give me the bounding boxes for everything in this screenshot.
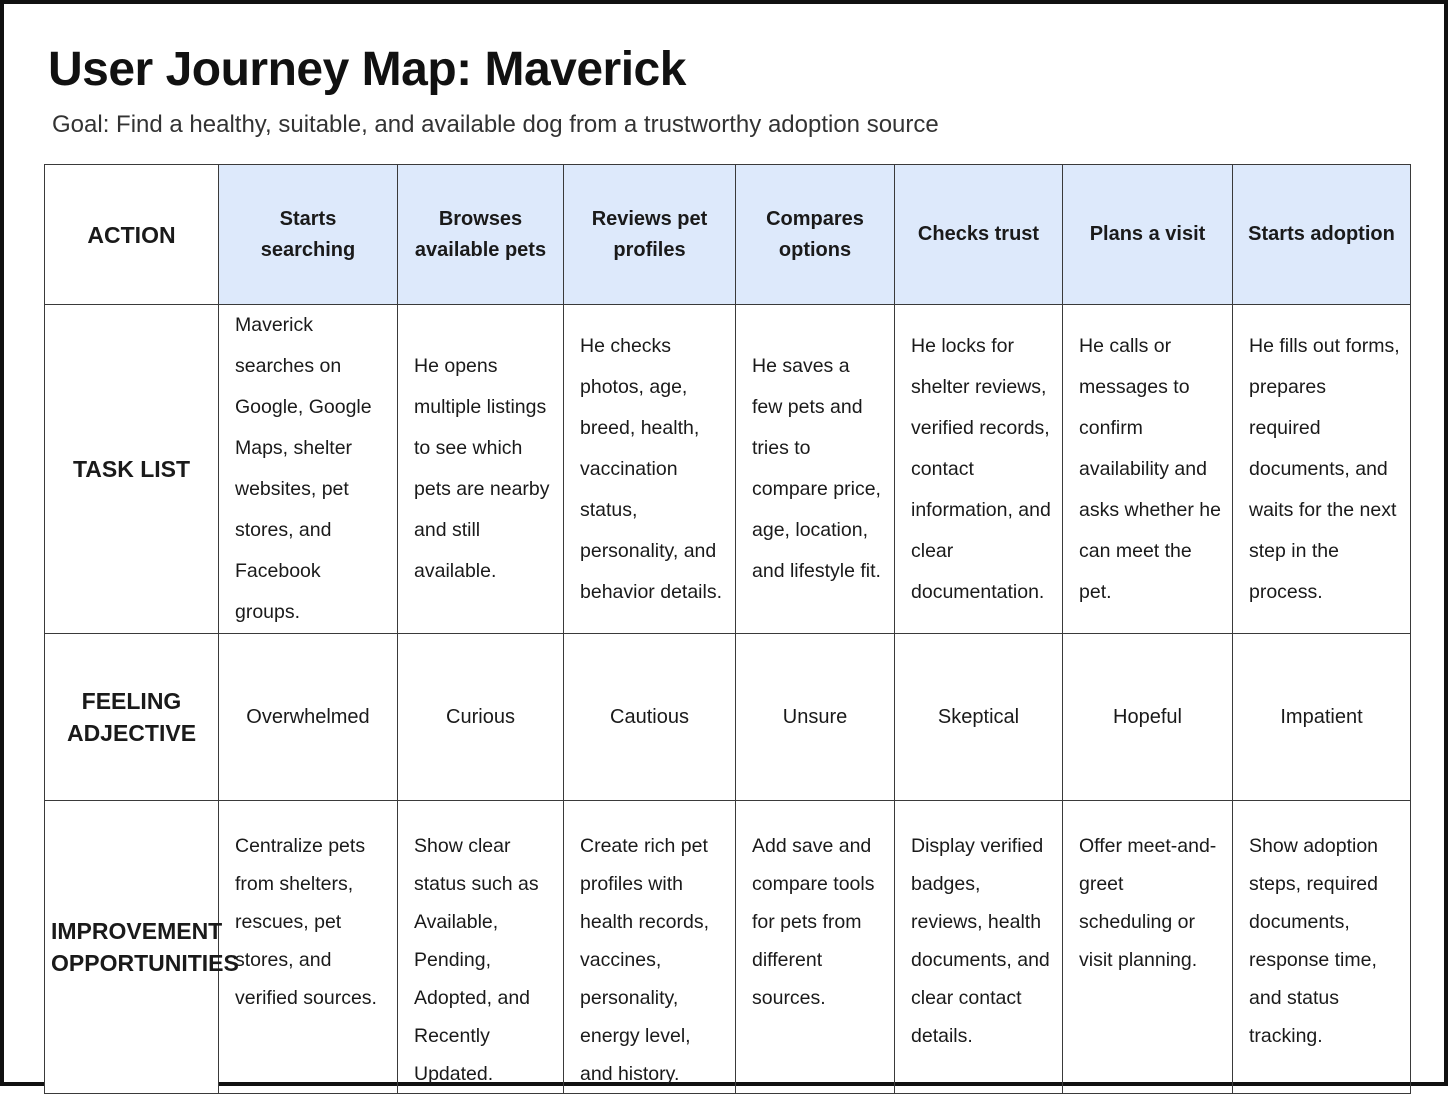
feeling-cell: Curious [397, 633, 564, 801]
row-label-task: TASK LIST [44, 304, 219, 634]
improvement-cell: Show adoption steps, required documents,… [1232, 800, 1411, 1094]
row-label-action: ACTION [44, 164, 219, 305]
action-cell: Starts searching [218, 164, 398, 305]
action-cell: Compares options [735, 164, 895, 305]
action-cell: Starts adoption [1232, 164, 1411, 305]
task-cell: He opens multiple listings to see which … [397, 304, 564, 634]
task-cell: He locks for shelter reviews, verified r… [894, 304, 1063, 634]
improvement-cell: Create rich pet profiles with health rec… [563, 800, 736, 1094]
improvement-cell: Centralize pets from shelters, rescues, … [218, 800, 398, 1094]
action-cell: Reviews pet profiles [563, 164, 736, 305]
task-cell: Maverick searches on Google, Google Maps… [218, 304, 398, 634]
action-cell: Browses available pets [397, 164, 564, 305]
action-cell: Checks trust [894, 164, 1063, 305]
improvement-cell: Add save and compare tools for pets from… [735, 800, 895, 1094]
action-cell: Plans a visit [1062, 164, 1233, 305]
action-row: ACTION Starts searching Browses availabl… [44, 164, 1411, 305]
feeling-cell: Skeptical [894, 633, 1063, 801]
feeling-cell: Overwhelmed [218, 633, 398, 801]
improvement-cell: Display verified badges, reviews, health… [894, 800, 1063, 1094]
task-cell: He saves a few pets and tries to compare… [735, 304, 895, 634]
page-title: User Journey Map: Maverick [48, 43, 686, 96]
task-row: TASK LIST Maverick searches on Google, G… [44, 304, 1411, 634]
improvement-cell: Show clear status such as Available, Pen… [397, 800, 564, 1094]
feeling-cell: Hopeful [1062, 633, 1233, 801]
feeling-cell: Impatient [1232, 633, 1411, 801]
improvement-row: IMPROVEMENT OPPORTUNITIES Centralize pet… [44, 800, 1411, 1094]
goal-text: Goal: Find a healthy, suitable, and avai… [52, 111, 939, 138]
feeling-cell: Cautious [563, 633, 736, 801]
task-cell: He checks photos, age, breed, health, va… [563, 304, 736, 634]
feeling-cell: Unsure [735, 633, 895, 801]
improvement-cell: Offer meet-and-greet scheduling or visit… [1062, 800, 1233, 1094]
row-label-feeling: FEELING ADJECTIVE [44, 633, 219, 801]
row-label-improvement: IMPROVEMENT OPPORTUNITIES [44, 800, 239, 1094]
journey-table: ACTION Starts searching Browses availabl… [44, 164, 1411, 1094]
task-cell: He calls or messages to confirm availabi… [1062, 304, 1233, 634]
task-cell: He fills out forms, prepares required do… [1232, 304, 1411, 634]
feeling-row: FEELING ADJECTIVE Overwhelmed Curious Ca… [44, 633, 1411, 801]
